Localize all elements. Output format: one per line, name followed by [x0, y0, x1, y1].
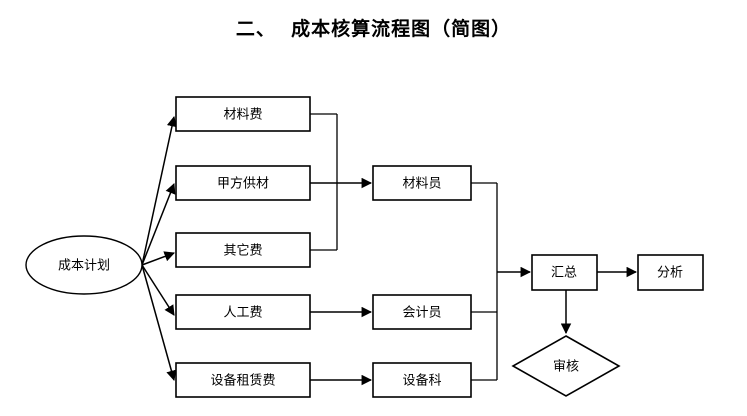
equip-dept-shape: [372, 362, 472, 398]
accountant-shape: [372, 294, 472, 330]
node-cost-plan[interactable]: 成本计划: [25, 235, 143, 295]
labor-fee-label: 人工费: [223, 306, 262, 321]
analysis-label: 分析: [657, 266, 683, 281]
other-fee-shape: [175, 232, 311, 268]
page-title: 二、 成本核算流程图（简图）: [235, 18, 512, 40]
review-shape: [511, 335, 621, 397]
node-material-clerk[interactable]: 材料员: [372, 165, 472, 201]
cost-plan-shape: [25, 235, 143, 295]
material-clerk-shape: [372, 165, 472, 201]
edge-cost-plan-to-party-a-supply: [141, 183, 176, 266]
node-review[interactable]: 审核: [511, 335, 621, 397]
material-clerk-label: 材料员: [402, 177, 441, 192]
party-a-supply-shape: [175, 165, 311, 201]
node-labor-fee[interactable]: 人工费: [175, 294, 311, 330]
node-accountant[interactable]: 会计员: [372, 294, 472, 330]
cost-plan-label: 成本计划: [58, 259, 110, 274]
edge-group-roles-to-summary: [471, 182, 532, 381]
edge-group-fees-to-material-clerk: [310, 113, 373, 251]
edge-cost-plan-to-other-fee: [141, 251, 175, 266]
equip-rent-fee-label: 设备租赁费: [210, 373, 275, 389]
node-summary[interactable]: 汇总: [531, 254, 598, 291]
node-other-fee[interactable]: 其它费: [175, 232, 311, 268]
node-analysis[interactable]: 分析: [637, 254, 704, 291]
edge-cost-plan-to-labor-fee: [141, 264, 175, 316]
summary-label: 汇总: [551, 266, 577, 281]
material-fee-shape: [175, 96, 311, 132]
node-material-fee[interactable]: 材料费: [175, 96, 311, 132]
summary-shape: [531, 254, 598, 291]
review-label: 审核: [553, 360, 579, 375]
edge-cost-plan-to-material-fee: [141, 115, 178, 266]
other-fee-label: 其它费: [223, 243, 262, 259]
edge-cost-plan-to-equip-rent-fee: [141, 264, 177, 382]
party-a-supply-label: 甲方供材: [217, 176, 269, 192]
edge-group-cost-plan-fanout: [141, 115, 178, 382]
labor-fee-shape: [175, 294, 311, 330]
equip-rent-fee-shape: [175, 362, 311, 398]
node-party-a-supply[interactable]: 甲方供材: [175, 165, 311, 201]
node-equip-rent-fee[interactable]: 设备租赁费: [175, 362, 311, 398]
accountant-label: 会计员: [402, 306, 441, 321]
analysis-shape: [637, 254, 704, 291]
equip-dept-label: 设备科: [402, 373, 441, 389]
material-fee-label: 材料费: [223, 108, 262, 123]
node-equip-dept[interactable]: 设备科: [372, 362, 472, 398]
